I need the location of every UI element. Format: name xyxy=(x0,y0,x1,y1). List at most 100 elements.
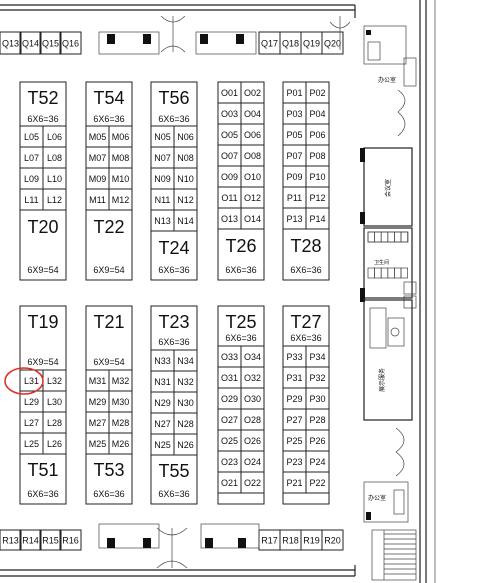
booth-label: O09 xyxy=(221,172,238,182)
stall xyxy=(400,267,408,279)
booth-label: P31 xyxy=(286,373,302,383)
wall-booth-label: Q14 xyxy=(22,39,39,49)
booth-label: M26 xyxy=(112,439,130,449)
block-size: 6X9=54 xyxy=(27,357,58,367)
booth-label: O31 xyxy=(221,373,238,383)
office-top-label: 办公室 xyxy=(378,76,396,84)
booth-label: L29 xyxy=(24,397,39,407)
bottom-fixtures xyxy=(98,523,260,569)
booth-label: M32 xyxy=(112,376,130,386)
stall xyxy=(374,231,382,243)
wall-booth xyxy=(0,529,22,551)
stall xyxy=(367,231,375,243)
block-size: 6X9=54 xyxy=(93,265,124,275)
booth-label: P33 xyxy=(286,352,302,362)
block-size: 6X6=36 xyxy=(158,114,189,124)
block-title: T19 xyxy=(27,312,58,332)
wall-booth xyxy=(19,31,42,55)
wall-booth-label: R17 xyxy=(261,536,278,546)
hall-walls xyxy=(0,0,436,583)
stall xyxy=(380,267,389,279)
booth-label: P26 xyxy=(309,436,325,446)
booth-label: L05 xyxy=(24,132,39,142)
booth-label: P29 xyxy=(286,394,302,404)
booth-label: O03 xyxy=(221,109,238,119)
booth-label: L08 xyxy=(47,153,62,163)
wall-booth-label: Q18 xyxy=(282,39,299,49)
booth-label: P30 xyxy=(309,394,325,404)
booth-label: M25 xyxy=(89,439,107,449)
booth-label: N31 xyxy=(154,377,171,387)
booth-label: N25 xyxy=(154,440,171,450)
booth-label: O12 xyxy=(244,193,261,203)
booth-label: N26 xyxy=(177,440,194,450)
booth-label: O25 xyxy=(221,436,238,446)
wall-booth xyxy=(59,31,82,55)
booth-label: M09 xyxy=(89,174,107,184)
wall-booth-label: Q15 xyxy=(42,39,59,49)
booth-label: P14 xyxy=(309,214,325,224)
booth-label: O27 xyxy=(221,415,238,425)
wall-booth xyxy=(321,529,344,551)
wall-booth-label: R14 xyxy=(22,536,39,546)
booth-label: M06 xyxy=(112,132,130,142)
block-size: 6X6=36 xyxy=(27,114,58,124)
block-size: 6X6=36 xyxy=(158,489,189,499)
booth-label: P27 xyxy=(286,415,302,425)
booth-label: L32 xyxy=(47,376,62,386)
booth-label: P12 xyxy=(309,193,325,203)
block-title: T27 xyxy=(290,312,321,332)
booth-label: P08 xyxy=(309,151,325,161)
stall xyxy=(394,231,402,243)
wall-booth xyxy=(39,31,62,55)
booth-label: O33 xyxy=(221,352,238,362)
booth-label: L27 xyxy=(24,418,39,428)
block-title: T26 xyxy=(225,236,256,256)
restroom-stalls xyxy=(367,231,408,279)
booth-label: M31 xyxy=(89,376,107,386)
booth-label: P09 xyxy=(286,172,302,182)
wall-booth-label: Q17 xyxy=(261,39,278,49)
booth-label: M07 xyxy=(89,153,107,163)
booth-label: N33 xyxy=(154,356,171,366)
booth-label: P04 xyxy=(309,109,325,119)
booth-label: O21 xyxy=(221,478,238,488)
block-size: 6X6=36 xyxy=(93,114,124,124)
booth-label: P07 xyxy=(286,151,302,161)
block-size: 6X6=36 xyxy=(290,333,321,343)
block-title: T56 xyxy=(158,88,189,108)
booth-label: M11 xyxy=(89,195,106,205)
wall-booth xyxy=(0,31,22,55)
booth-label: P01 xyxy=(286,88,302,98)
booth-label: O08 xyxy=(244,151,261,161)
booth-label: L31 xyxy=(24,376,39,386)
booth-label: L11 xyxy=(24,195,38,205)
booth-label: O30 xyxy=(244,394,261,404)
stall xyxy=(387,267,395,279)
booth-label: O14 xyxy=(244,214,261,224)
staircase xyxy=(384,533,416,575)
booth-label: O07 xyxy=(221,151,238,161)
stall xyxy=(367,267,375,279)
wall-booth-label: R19 xyxy=(303,536,320,546)
wall-booth-label: R20 xyxy=(324,536,341,546)
booth-label: M08 xyxy=(112,153,130,163)
stall xyxy=(374,267,382,279)
block-size: 6X6=36 xyxy=(225,265,256,275)
booth-label: O24 xyxy=(244,457,261,467)
booth-label: L06 xyxy=(47,132,62,142)
booth-label: O11 xyxy=(221,193,237,203)
wall-booth-label: Q20 xyxy=(324,39,341,49)
booth-label: N10 xyxy=(177,174,194,184)
booth-label: O13 xyxy=(221,214,238,224)
booth-label: O32 xyxy=(244,373,261,383)
wall-booth-label: Q19 xyxy=(303,39,320,49)
booth-label: P02 xyxy=(309,88,325,98)
wall-booth xyxy=(321,31,344,55)
booth-label: O34 xyxy=(244,352,261,362)
block-size: 6X6=36 xyxy=(158,337,189,347)
wall-booth-label: R16 xyxy=(62,536,79,546)
stall xyxy=(380,231,389,243)
